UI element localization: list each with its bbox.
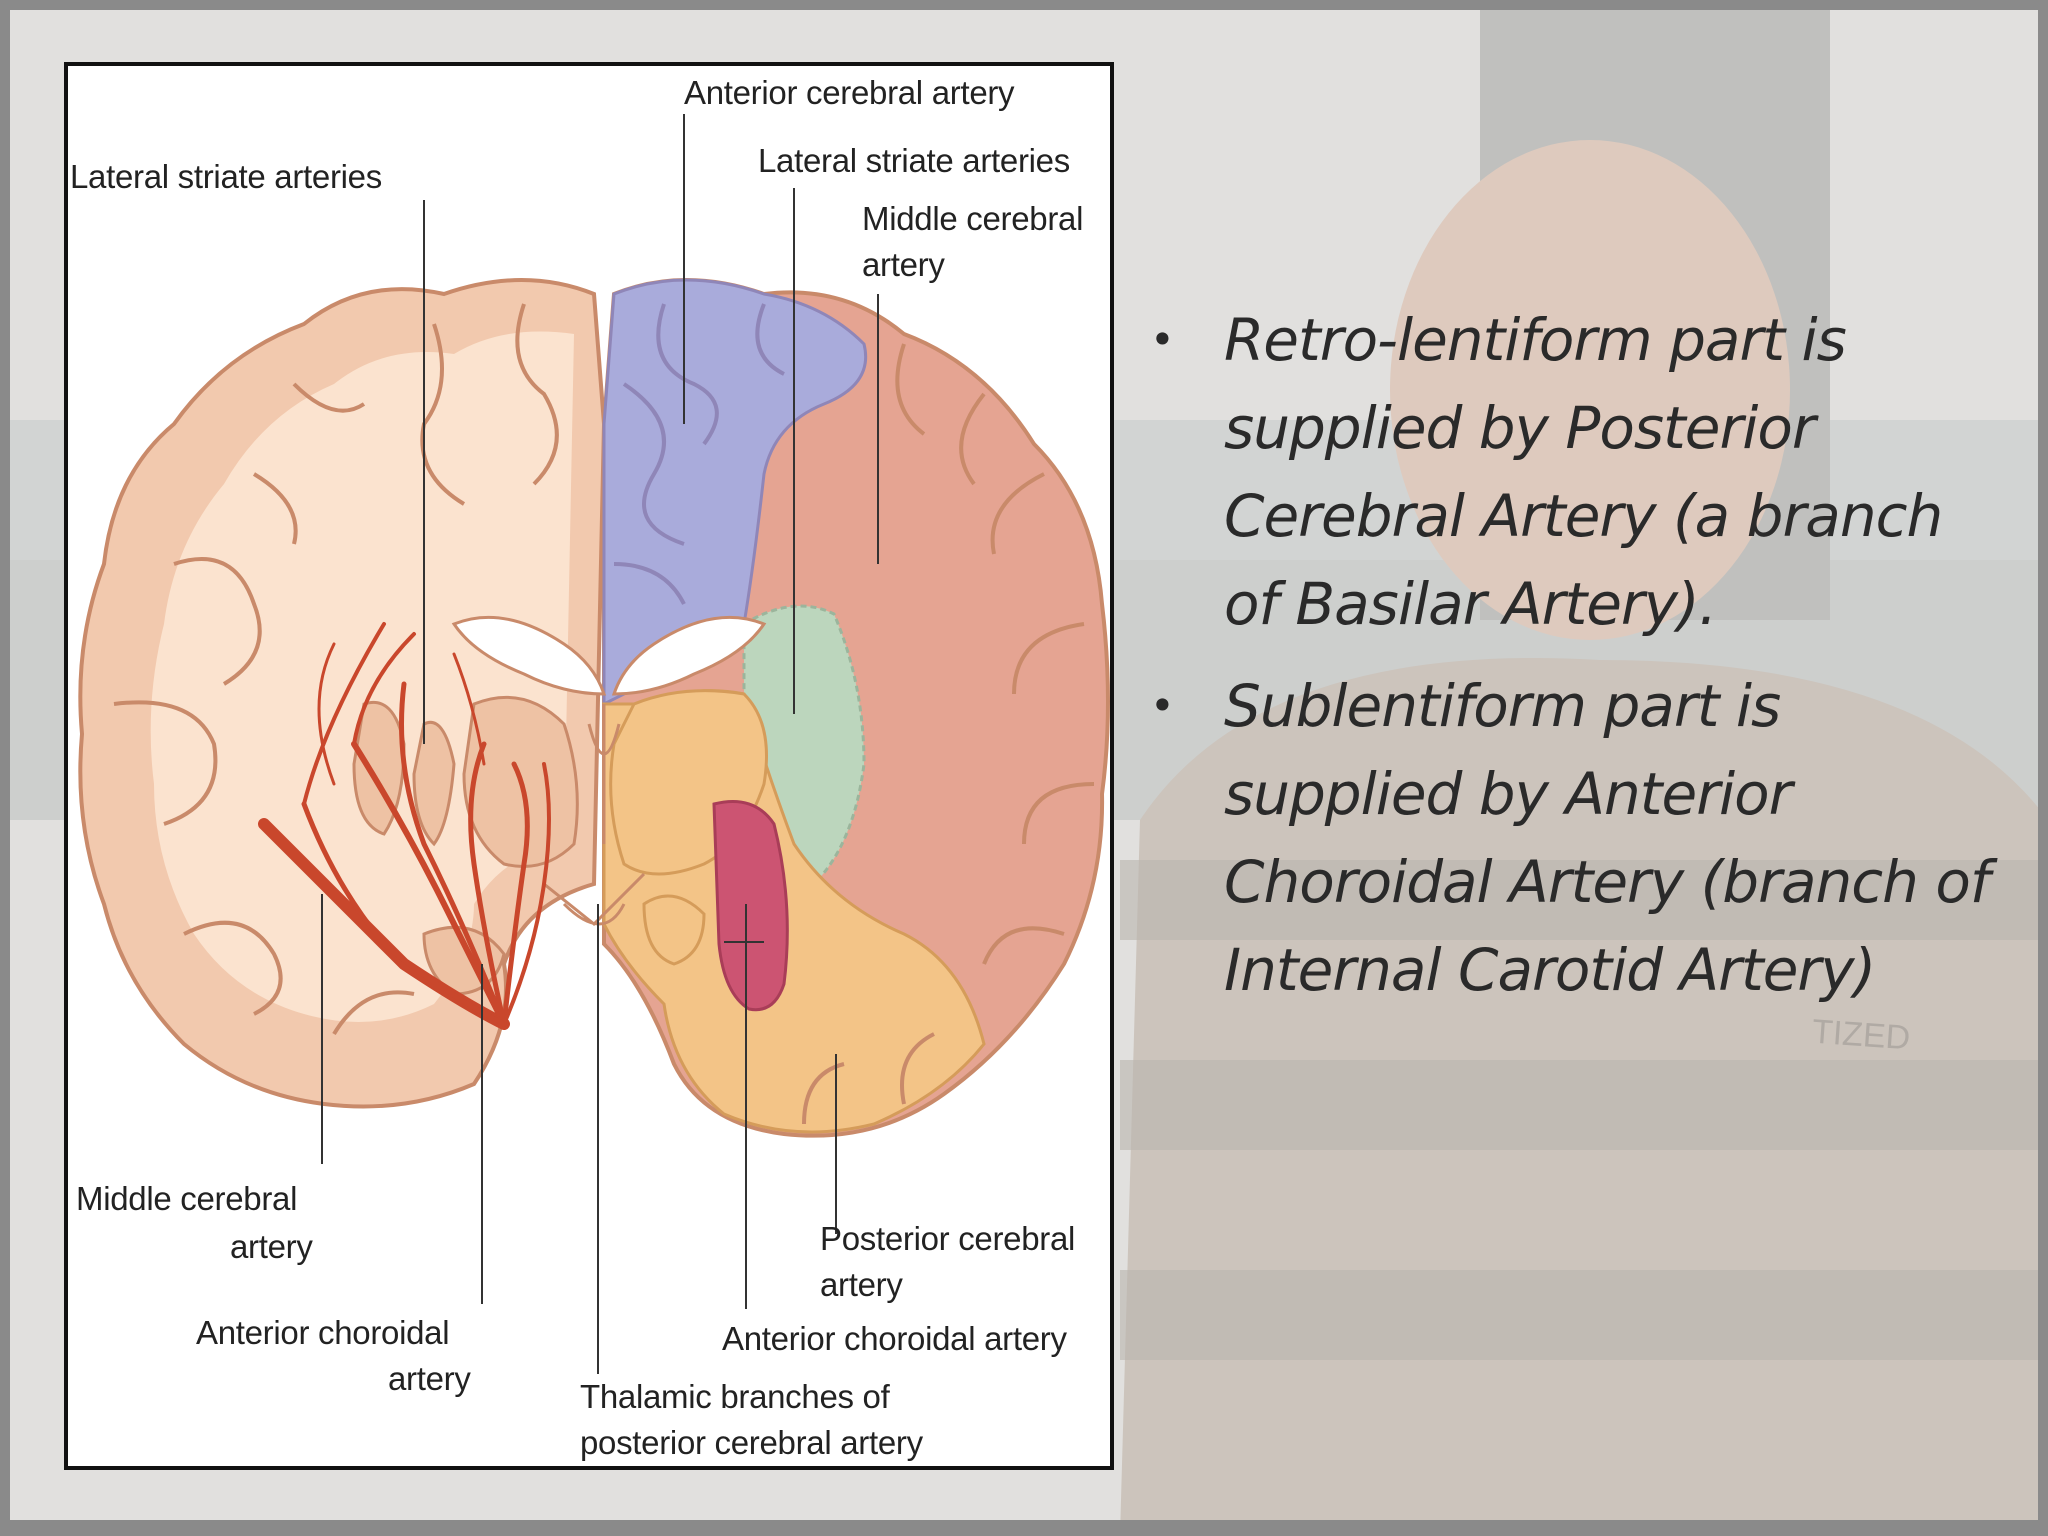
bullet-dot-icon: • [1150,315,1175,364]
third-ventricle [587,704,621,844]
right-gyri-lines [802,343,1095,1125]
bullet-item-sublentiform: • Sublentiform part is supplied by Anter… [1150,662,2010,1014]
left-insula-structures [352,701,456,847]
brain-diagram-panel: Anterior cerebral artery Lateral striate… [64,62,1114,1470]
label-lateral-striate-left: Lateral striate arteries [70,158,382,195]
frame-bottom [0,1520,2048,1536]
frame-left [0,0,10,1536]
bullet-text: Sublentiform part is supplied by Anterio… [1224,672,1990,1004]
label-middle-cerebral-left-line1: Middle cerebral [76,1180,298,1217]
bullet-dot-icon: • [1150,681,1175,730]
bullet-list: • Retro-lentiform part is supplied by Po… [1150,296,2010,1028]
hippocampus-right [642,894,706,966]
label-middle-cerebral-right-line1: Middle cerebral [862,200,1084,237]
label-anterior-choroidal-right: Anterior choroidal artery [722,1320,1067,1357]
brain-coronal-section-diagram [78,114,1110,1374]
label-posterior-cerebral-line1: Posterior cerebral [820,1220,1076,1257]
label-leader-lines [321,114,879,1374]
bullet-item-retro-lentiform: • Retro-lentiform part is supplied by Po… [1150,296,2010,648]
aca-gyri-lines [613,303,785,605]
label-thalamic-branches-line2: posterior cerebral artery [580,1424,923,1461]
lateral-ventricles [451,615,767,696]
lateral-striate-artery-branches [258,622,551,1030]
label-middle-cerebral-left-line2: artery [230,1228,313,1265]
anterior-choroidal-territory [712,800,789,1012]
label-lateral-striate-right: Lateral striate arteries [758,142,1070,179]
label-posterior-cerebral-line2: artery [820,1266,903,1303]
frame-top [0,0,2048,10]
bullet-text: Retro-lentiform part is supplied by Post… [1224,306,1943,638]
label-thalamic-branches-line1: Thalamic branches of [580,1378,890,1415]
label-anterior-choroidal-left-line1: Anterior choroidal [196,1314,450,1351]
label-middle-cerebral-right-line2: artery [862,246,945,283]
label-anterior-choroidal-left-line2: artery [388,1360,471,1397]
left-hemisphere-white-matter [150,331,574,1022]
label-anterior-cerebral-artery: Anterior cerebral artery [684,74,1015,111]
frame-right [2038,0,2048,1536]
